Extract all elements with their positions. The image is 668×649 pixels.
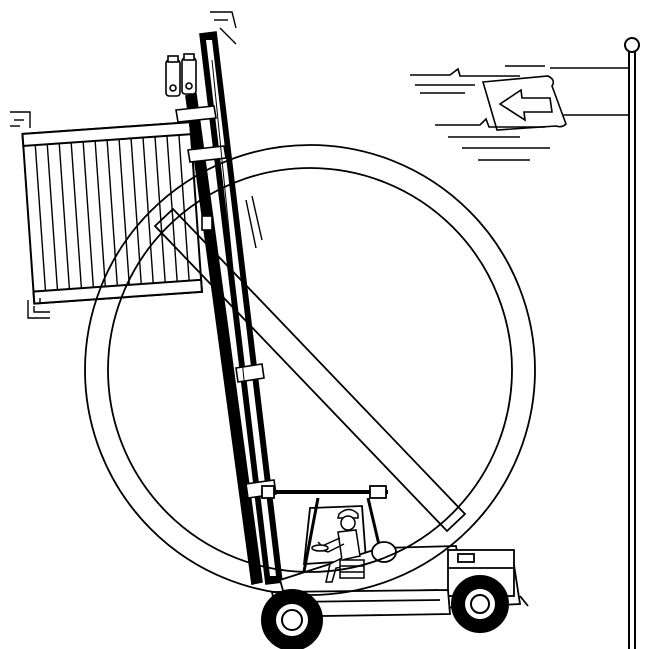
rear-wheel-icon (451, 575, 509, 633)
load-crate-icon (21, 121, 203, 305)
prohibition-sign-icon (84, 144, 536, 596)
wind-flag-icon (410, 65, 629, 161)
motion-lines-icon (10, 11, 263, 319)
operator-icon (311, 508, 365, 583)
front-wheel-icon (261, 589, 323, 649)
flagpole-icon (624, 37, 640, 649)
forklift-mast-icon (165, 31, 283, 585)
